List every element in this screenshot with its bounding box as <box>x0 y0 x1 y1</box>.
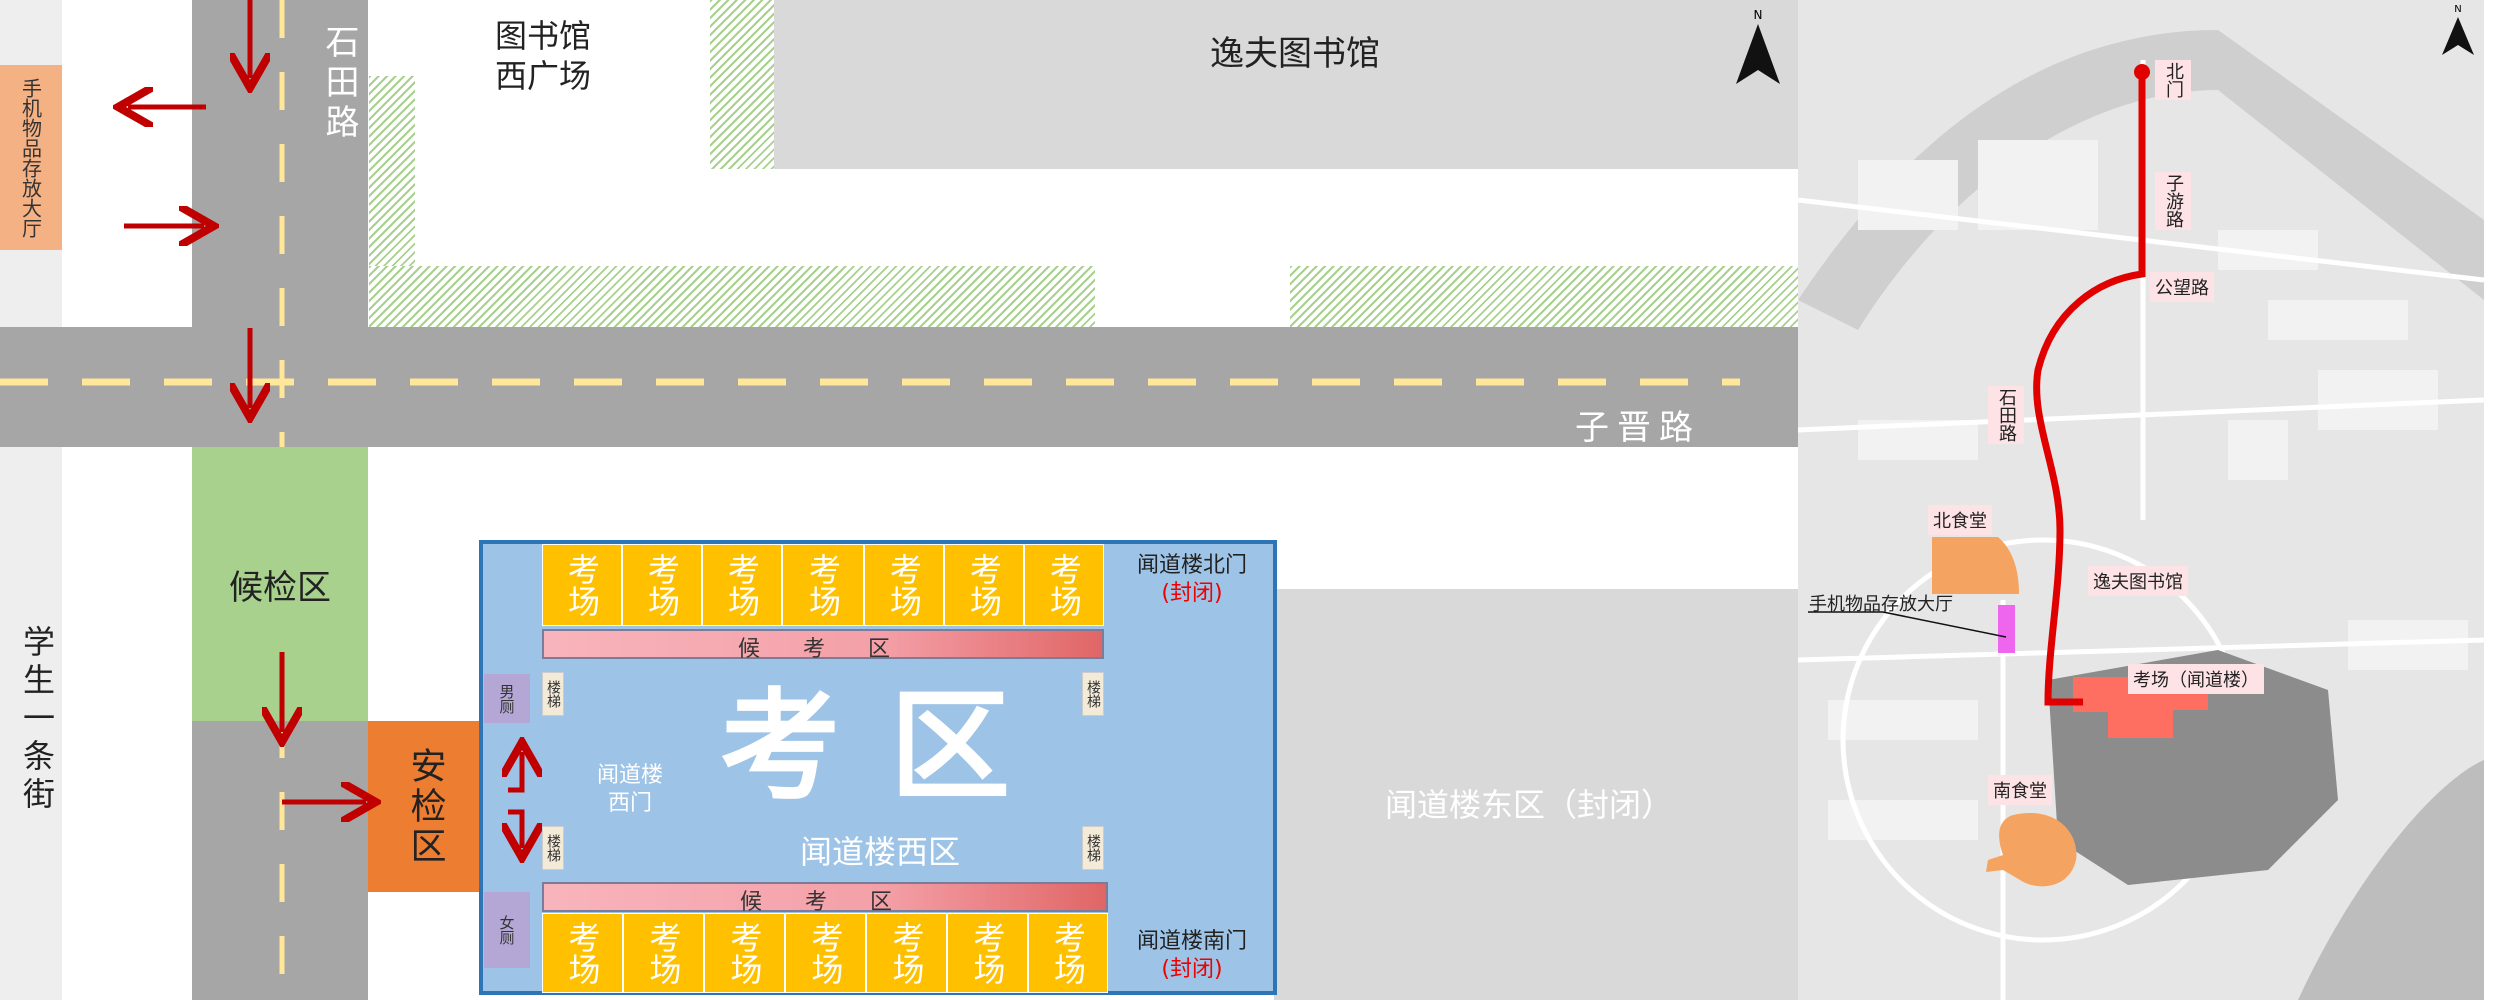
shitian-road-label: 石田路 <box>319 24 359 144</box>
stairs: 楼梯 <box>1082 826 1104 870</box>
north-gate-dot <box>2134 64 2150 80</box>
north-gate-closed: (封闭) <box>1161 581 1223 606</box>
west-gate-label: 闻道楼西门 <box>596 763 663 816</box>
north-gate-name: 闻道楼北门 <box>1136 553 1247 578</box>
north-arrow: N <box>2438 4 2478 60</box>
campus-map-base <box>1798 30 2484 1000</box>
waiting-check-label: 候检区 <box>229 567 331 608</box>
security-check-area: 安检区 <box>368 721 481 892</box>
road-markings <box>0 0 1740 1000</box>
exam-room: 考场 <box>1028 913 1108 993</box>
locker-hall-label: 手机物品存放大厅 <box>1809 594 1953 615</box>
stairs: 楼梯 <box>542 826 564 870</box>
shitian-road-label: 石田路 <box>1988 386 2024 444</box>
arrow-down-turn-icon <box>508 809 522 848</box>
arrow-up-turn-icon <box>508 752 522 793</box>
locker-hall-box: 手机物品存放大厅 <box>0 65 62 250</box>
lawn <box>710 0 774 169</box>
locker-hall-shape <box>1998 605 2015 653</box>
library-plaza-label: 图书馆西广场 <box>495 17 592 95</box>
stairs: 楼梯 <box>1082 672 1104 716</box>
north-label: N <box>1753 8 1763 22</box>
north-arrow: N <box>1730 8 1786 88</box>
exam-room: 考场 <box>866 913 947 993</box>
river <box>1798 30 2484 330</box>
exam-room: 考场 <box>542 544 622 626</box>
east-zone-label: 闻道楼东区（封闭） <box>1385 786 1674 824</box>
south-canteen-label: 南食堂 <box>1988 775 2052 805</box>
leader-line <box>1882 611 2007 638</box>
north-canteen-shape <box>1932 537 2019 594</box>
exam-room: 考场 <box>1024 544 1104 626</box>
exam-room: 考场 <box>704 913 785 993</box>
exam-room: 考场 <box>947 913 1028 993</box>
student-street-label: 学生一条街 <box>18 625 56 815</box>
north-arrow-icon <box>2442 17 2474 55</box>
exam-room: 考场 <box>542 913 623 993</box>
womens-restroom: 女厕 <box>484 892 530 968</box>
exam-zone-title: 考区 <box>720 678 1060 817</box>
stairs: 楼梯 <box>542 672 564 716</box>
exam-room: 考场 <box>622 544 702 626</box>
exam-room: 考场 <box>623 913 704 993</box>
exam-zone-subtitle: 闻道楼西区 <box>800 833 961 871</box>
south-gate-label: 闻道楼南门 (封闭) <box>1132 928 1252 984</box>
north-gate-label: 闻道楼北门 (封闭) <box>1132 552 1252 608</box>
exam-rooms-bottom: 考场 考场 考场 考场 考场 考场 考场 <box>542 913 1108 993</box>
exam-waiting-area-bottom: 候 考 区 <box>542 882 1108 915</box>
north-label: N <box>2454 4 2462 15</box>
north-gate-label: 北门 <box>2155 60 2191 100</box>
locker-hall-label: 手机物品存放大厅 <box>18 77 43 238</box>
lawn <box>1290 266 1798 327</box>
east-zone <box>1274 589 1798 1000</box>
exam-rooms-top: 考场 考场 考场 考场 考场 考场 考场 <box>542 544 1104 626</box>
exam-room: 考场 <box>785 913 866 993</box>
gongwang-road-label: 公望路 <box>2150 272 2214 302</box>
exam-room: 考场 <box>944 544 1024 626</box>
schematic-map: 手机物品存放大厅 逸夫图书馆 图书馆西广场 N 石田路 子晋路 候检区 安检区 … <box>0 0 1798 1000</box>
library-block <box>774 0 1798 169</box>
ziyou-road-label: 子游路 <box>2155 172 2191 230</box>
mens-restroom: 男厕 <box>484 674 530 723</box>
campus-map: 北门 子游路 公望路 石田路 北食堂 手机物品存放大厅 逸夫图书馆 考场（闻道楼… <box>1798 0 2484 1000</box>
south-gate-closed: (封闭) <box>1161 957 1223 982</box>
lawn <box>369 266 1095 327</box>
zijin-road <box>0 327 1798 447</box>
exam-room: 考场 <box>702 544 782 626</box>
exam-waiting-area-top: 候 考 区 <box>542 629 1104 662</box>
exam-site-label: 考场（闻道楼） <box>2128 664 2264 694</box>
north-canteen-label: 北食堂 <box>1928 505 1992 535</box>
route-line <box>2033 76 2146 706</box>
exam-room: 考场 <box>782 544 864 626</box>
library-label: 逸夫图书馆 <box>1210 34 1380 74</box>
south-canteen-shape <box>1986 813 2077 887</box>
route-arrows <box>0 0 1798 1000</box>
exam-room: 考场 <box>864 544 944 626</box>
security-check-label: 安检区 <box>404 746 446 867</box>
south-gate-name: 闻道楼南门 <box>1136 929 1247 954</box>
library-label: 逸夫图书馆 <box>2088 566 2188 596</box>
north-arrow-icon <box>1736 24 1780 84</box>
zijin-road-label: 子晋路 <box>1575 408 1701 448</box>
river <box>2298 760 2484 1000</box>
